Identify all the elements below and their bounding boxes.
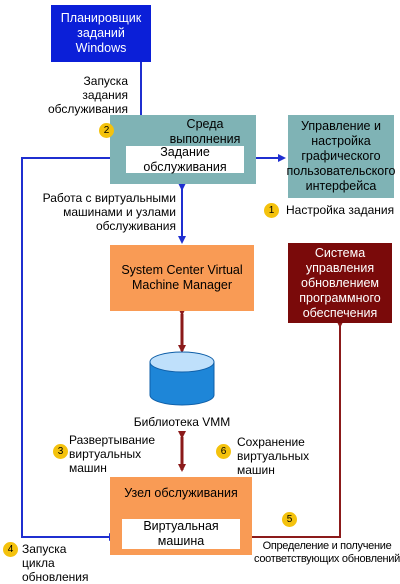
scvmm-box: System Center Virtual Machine Manager <box>110 245 254 311</box>
scvmm-label: System Center Virtual Machine Manager <box>121 263 243 292</box>
work-with-vms-label: Работа с виртуальными машинами и узлами … <box>42 191 176 233</box>
service-node-label: Узел обслуживания <box>124 486 238 500</box>
step-badge-4: 4 <box>3 542 18 557</box>
update-system-box: Система управления обновлением программн… <box>288 243 392 323</box>
gui-management-label: Управление и настройка графического поль… <box>286 119 396 193</box>
deploy-vms-label: Развертывание виртуальных машин <box>69 433 156 475</box>
service-task-box: Задание обслуживания <box>126 144 244 174</box>
step-badge-1: 1 <box>264 203 279 218</box>
start-maintenance-label: Запуска задания обслуживания <box>47 74 128 116</box>
execution-env-label: Среда выполнения <box>169 117 241 146</box>
update-system-label: Система управления обновлением программн… <box>299 245 381 320</box>
virtual-machine-box: Виртуальная машина <box>122 519 240 549</box>
service-task-label: Задание обслуживания <box>143 144 227 174</box>
arrow-updates-to-vm <box>244 320 344 541</box>
step-badge-6: 6 <box>216 444 231 459</box>
task-scheduler-box: Планировщик заданий Windows <box>51 5 151 62</box>
arrow-start-update-cycle <box>21 157 125 541</box>
save-vms-label: Сохранение виртуальных машин <box>237 435 310 477</box>
step-badge-2: 2 <box>99 123 114 138</box>
configure-task-label: Настройка задания <box>286 203 395 217</box>
gui-management-box: Управление и настройка графического поль… <box>286 115 396 198</box>
task-scheduler-label: Планировщик заданий Windows <box>60 11 142 55</box>
vmm-library-label: Библиотека VMM <box>133 415 231 429</box>
detect-updates-label: Определение и получение соответствующих … <box>254 540 400 565</box>
step-badge-3: 3 <box>53 444 68 459</box>
connector-layer <box>21 62 344 541</box>
virtual-machine-label: Виртуальная машина <box>143 519 219 548</box>
vmm-library-cylinder <box>149 351 215 406</box>
step-badge-5: 5 <box>282 512 297 527</box>
start-update-cycle-label: Запуска цикла обновления <box>22 542 89 584</box>
